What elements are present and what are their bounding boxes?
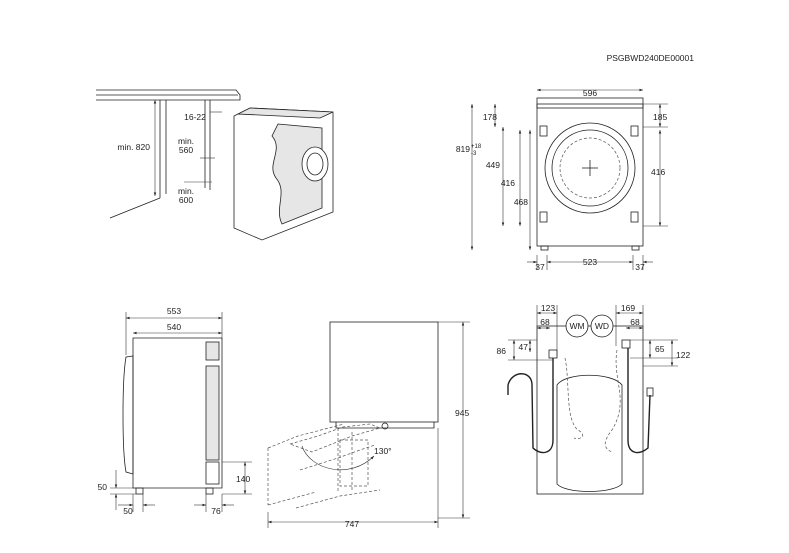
front-height-tol-down: -3 bbox=[471, 151, 477, 157]
back-d68-left: 68 bbox=[540, 317, 550, 327]
front-foot-span: 523 bbox=[583, 257, 597, 267]
worktop-outline bbox=[96, 89, 241, 101]
front-h468: 468 bbox=[514, 197, 528, 207]
front-height-tol-up: +18 bbox=[471, 144, 482, 150]
door-porthole bbox=[301, 146, 329, 182]
side-foot-back: 76 bbox=[211, 506, 221, 516]
back-d123: 123 bbox=[541, 303, 555, 313]
niche-min-width-l1: min. bbox=[178, 136, 194, 146]
wm-label-circle bbox=[565, 314, 589, 338]
back-h47: 47 bbox=[519, 342, 529, 352]
front-h416-left: 416 bbox=[501, 178, 515, 188]
back-h122: 122 bbox=[676, 350, 690, 360]
door-height: 945 bbox=[455, 408, 469, 418]
niche-min-width-l2: 560 bbox=[179, 145, 193, 155]
back-h65: 65 bbox=[655, 344, 665, 354]
door-depth: 747 bbox=[345, 519, 359, 529]
front-door-glass bbox=[551, 129, 629, 207]
door-angle: 130° bbox=[374, 446, 392, 456]
wd-label-circle bbox=[590, 314, 614, 338]
side-h140: 140 bbox=[236, 474, 250, 484]
back-label-wd: WD bbox=[595, 321, 609, 331]
side-foot-h: 50 bbox=[98, 482, 108, 492]
side-view: 553 540 140 50 50 76 bbox=[98, 306, 252, 516]
back-label-wm: WM bbox=[569, 321, 584, 331]
niche-min-width: min.560 bbox=[178, 136, 194, 155]
niche-view: min. 820 16-22 min.560 min.600 bbox=[96, 89, 334, 241]
side-foot-front: 50 bbox=[123, 506, 133, 516]
front-height-total: 819 bbox=[456, 144, 470, 154]
back-d68-right: 68 bbox=[630, 317, 640, 327]
front-right-h416: 416 bbox=[651, 167, 665, 177]
front-right-top: 185 bbox=[653, 112, 667, 122]
back-view: WM WD 123 68 169 68 86 47 65 122 bbox=[497, 303, 690, 495]
front-top-offset: 178 bbox=[483, 112, 497, 122]
side-depth-body: 540 bbox=[167, 322, 181, 332]
front-h449: 449 bbox=[486, 160, 500, 170]
front-foot-left: 37 bbox=[535, 262, 545, 272]
front-foot-right: 37 bbox=[635, 262, 645, 272]
back-h86: 86 bbox=[497, 346, 507, 356]
niche-min-depth: min.600 bbox=[178, 186, 194, 205]
door-open-view: 130° 945 747 bbox=[267, 321, 470, 529]
front-door-outer bbox=[544, 122, 636, 214]
door-view-body bbox=[329, 321, 439, 423]
product-code: PSGBWD240DE00001 bbox=[607, 53, 695, 63]
back-body bbox=[536, 325, 644, 495]
front-view: 596 819 +18 -3 178 449 416 468 185 416 3… bbox=[456, 88, 668, 272]
niche-min-height: min. 820 bbox=[117, 142, 150, 152]
front-width: 596 bbox=[583, 88, 597, 98]
side-depth-total: 553 bbox=[167, 306, 181, 316]
back-d169: 169 bbox=[621, 303, 635, 313]
niche-gap: 16-22 bbox=[184, 112, 206, 122]
